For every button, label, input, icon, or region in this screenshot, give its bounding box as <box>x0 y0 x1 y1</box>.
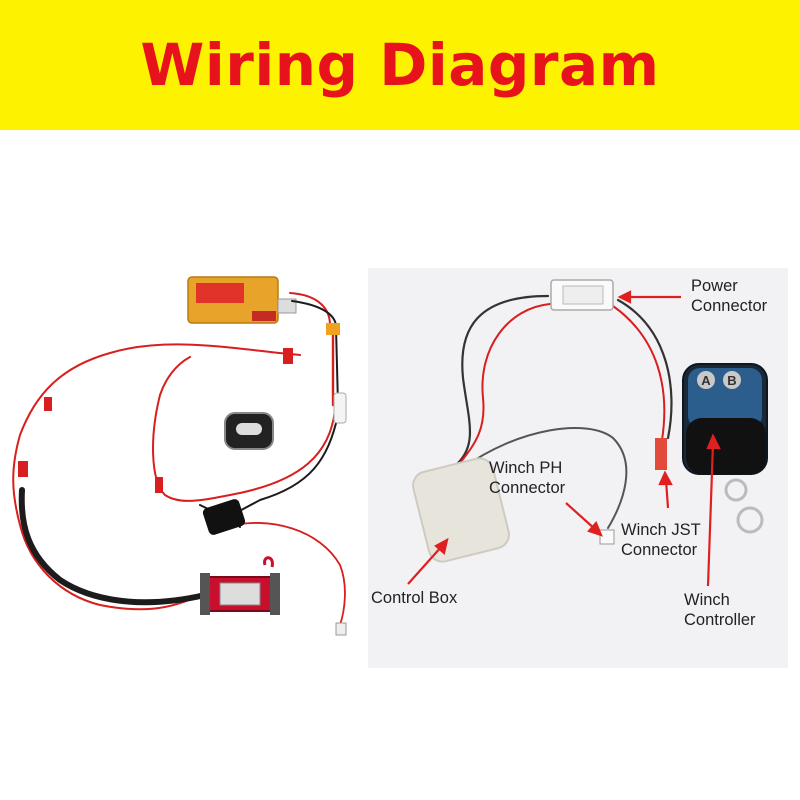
arrowhead-controller <box>706 433 721 450</box>
remote-button-a <box>697 371 715 389</box>
arrow-ph-connector <box>565 502 597 531</box>
arrowhead-ph <box>587 520 603 537</box>
label-winch-ph-connector: Winch PH Connector <box>489 459 566 497</box>
winch-motor <box>200 556 280 615</box>
jst-connector <box>655 438 667 470</box>
arrowhead-jst <box>658 470 673 486</box>
page-title: Wiring Diagram <box>140 31 660 99</box>
arrow-winch-controller <box>706 442 715 587</box>
arrowhead-control-box <box>434 537 449 556</box>
power-connector <box>550 279 614 311</box>
kit-illustration <box>12 276 347 636</box>
lipo-battery <box>187 276 297 324</box>
remote-controller <box>682 363 768 534</box>
remote-label-b: B <box>727 373 736 388</box>
arrowhead-power <box>617 290 632 304</box>
kit-photo-panel <box>0 265 370 665</box>
components-illustration: A B <box>407 279 768 587</box>
components-photo-panel: A B Power Connector Winch PH Connector W… <box>368 268 788 668</box>
remote-key-fob <box>224 412 274 450</box>
control-box-white <box>412 457 510 563</box>
remote-button-b <box>723 371 741 389</box>
control-box-black <box>202 499 246 535</box>
ph-connector <box>599 529 615 545</box>
title-banner: Wiring Diagram <box>0 0 800 130</box>
label-control-box: Control Box <box>371 589 458 607</box>
label-power-connector: Power Connector <box>691 277 768 315</box>
annotation-arrows <box>407 290 721 587</box>
remote-label-a: A <box>701 373 711 388</box>
label-winch-jst-connector: Winch JST Connector <box>621 521 701 559</box>
arrow-control-box <box>407 545 443 585</box>
keyring-icon <box>736 506 764 534</box>
label-winch-controller: Winch Controller <box>684 591 756 629</box>
